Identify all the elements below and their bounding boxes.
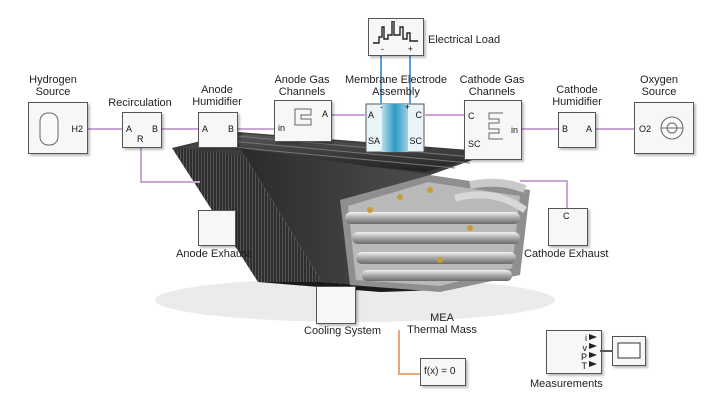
meas-port-p: P — [580, 352, 587, 362]
solver-label: f(x) = 0 — [424, 366, 456, 377]
meas-port-i: i — [585, 333, 587, 343]
meas-port-t: T — [581, 361, 588, 371]
cathode-channels-port-in: in — [510, 125, 518, 135]
elec-wire-plus — [409, 52, 411, 104]
gas-wire-channels-mea — [330, 114, 366, 116]
scope-block[interactable] — [612, 336, 646, 366]
anode-humidifier-label: Anode Humidifier — [192, 84, 242, 108]
gas-wire-humid-channels — [236, 128, 274, 130]
mea-port-c: C — [415, 110, 423, 120]
recirculation-block[interactable]: A B R — [122, 112, 162, 148]
measurements-block[interactable]: i v P T — [546, 330, 602, 374]
gas-wire-humid-oxygen — [594, 128, 634, 130]
anode-humidifier-block[interactable]: A B — [198, 112, 238, 148]
recirc-port-b: B — [151, 124, 158, 134]
mea-port-minus: - — [380, 102, 383, 112]
cathode-exhaust-block[interactable]: C — [548, 208, 588, 246]
recirc-glyph: R — [137, 134, 144, 144]
gas-wire-recirc-humid — [160, 128, 198, 130]
mea-port-sc: SC — [409, 136, 422, 146]
solver-configuration-block[interactable]: f(x) = 0 — [420, 358, 466, 386]
thermal-wire-solver-h — [398, 373, 420, 375]
anode-humid-port-a: A — [202, 124, 209, 134]
anode-channels-port-a: A — [321, 109, 328, 119]
meas-port-v: v — [582, 343, 588, 353]
anode-gas-channels-label: Anode Gas Channels — [274, 74, 330, 98]
anode-humid-port-b: B — [227, 124, 234, 134]
gas-tank-icon — [39, 112, 59, 146]
mea-port-sa: SA — [368, 136, 381, 146]
channel-icon — [294, 108, 312, 126]
measurements-label: Measurements — [530, 378, 603, 390]
cathode-exhaust-port-c: C — [563, 211, 570, 221]
waveform-icon — [373, 21, 418, 44]
cathode-humidifier-block[interactable]: B A — [558, 112, 596, 148]
compressor-icon — [660, 116, 684, 140]
load-port-plus: + — [407, 44, 413, 54]
electrical-load-block[interactable]: - + — [368, 18, 424, 56]
cathode-gas-channels-label: Cathode Gas Channels — [459, 74, 525, 98]
anode-exhaust-label: Anode Exhaust — [176, 248, 251, 260]
h2-port: H2 — [71, 124, 83, 134]
anode-channels-port-in: in — [278, 123, 286, 133]
gas-wire-exhaust-h — [140, 181, 200, 183]
cathode-channels-port-sc: SC — [468, 139, 481, 149]
electrical-load-label: Electrical Load — [428, 34, 501, 46]
cathode-exhaust-label: Cathode Exhaust — [524, 248, 609, 260]
oxygen-source-block[interactable]: O2 — [634, 102, 694, 154]
load-port-minus: - — [381, 44, 384, 54]
cooling-system-block[interactable] — [316, 286, 356, 324]
cathode-humidifier-label: Cathode Humidifier — [552, 84, 602, 108]
mea-label: Membrane Electrode Assembly — [344, 74, 448, 98]
oxygen-source-label: Oxygen Source — [640, 74, 678, 98]
scope-icon — [617, 342, 641, 359]
gas-wire-mea-cathode — [424, 114, 464, 116]
recirc-port-a: A — [126, 124, 133, 134]
cathode-channels-port-c: C — [468, 111, 475, 121]
recirculation-label: Recirculation — [108, 97, 172, 109]
gas-wire-h2-recirc — [88, 128, 122, 130]
elec-wire-minus — [380, 52, 382, 104]
arrow-markers-icon — [589, 334, 597, 367]
hydrogen-source-label: Hydrogen Source — [29, 74, 77, 98]
meas-scope-wire — [600, 350, 612, 352]
mea-port-a: A — [368, 110, 375, 120]
gas-wire-cathode-exhaust-v — [566, 180, 568, 210]
anode-gas-channels-block[interactable]: in A — [274, 100, 332, 142]
gas-wire-recirc-exhaust — [140, 146, 142, 182]
thermal-wire-solver-v — [398, 330, 400, 374]
mea-thermal-mass-label: MEA Thermal Mass — [407, 312, 477, 336]
channel-icon — [488, 112, 503, 140]
hydrogen-source-block[interactable]: H2 — [28, 102, 88, 154]
mea-port-plus: + — [404, 102, 410, 112]
gas-wire-cathode-humid — [520, 128, 558, 130]
gas-wire-cathode-exhaust — [520, 180, 568, 182]
cathode-humid-port-b: B — [562, 124, 569, 134]
o2-port: O2 — [639, 124, 652, 134]
cathode-humid-port-a: A — [585, 124, 592, 134]
cathode-gas-channels-block[interactable]: C SC in — [464, 100, 522, 160]
cooling-system-label: Cooling System — [304, 325, 382, 337]
mea-block[interactable]: A C - + SA SC — [366, 102, 424, 152]
anode-exhaust-block[interactable] — [198, 210, 236, 246]
